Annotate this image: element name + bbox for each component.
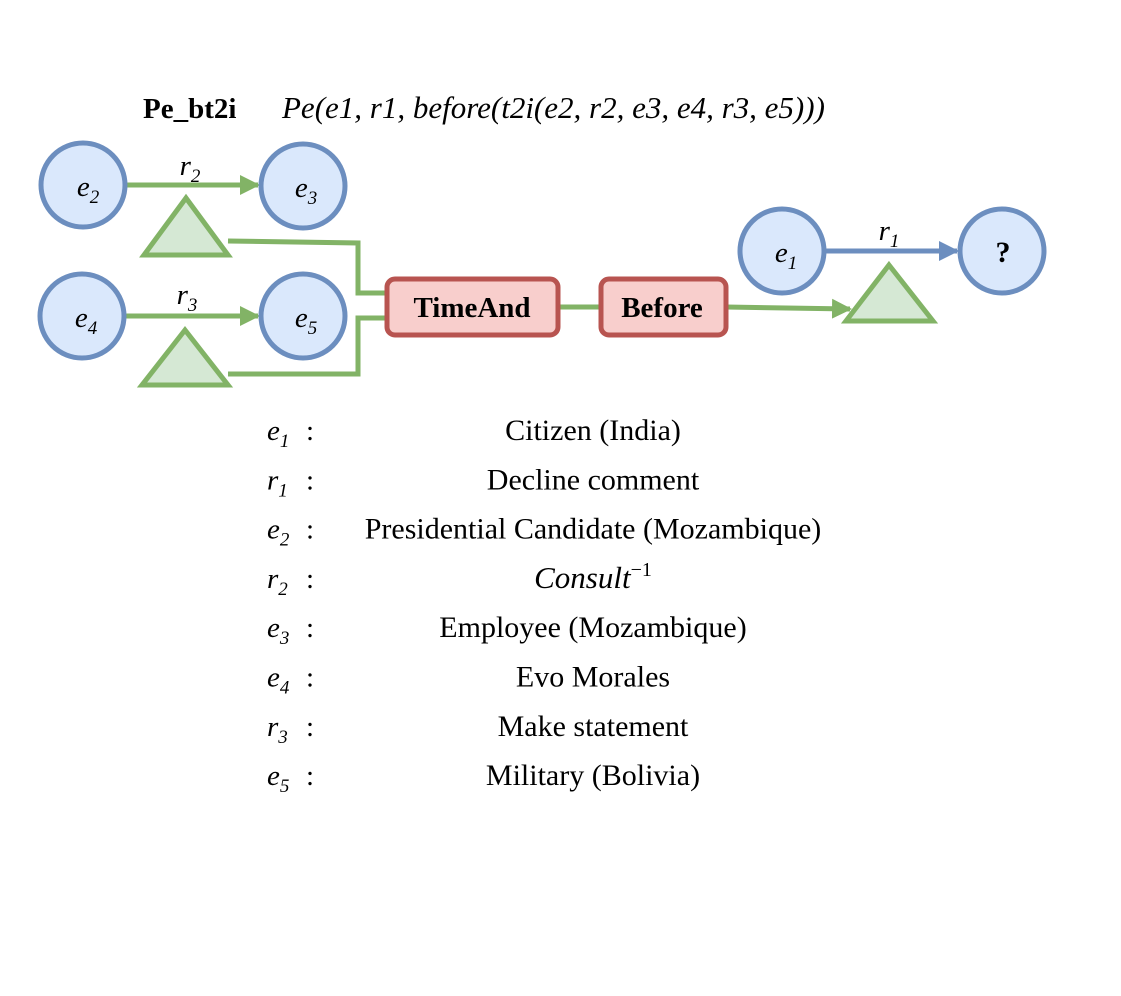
legend-colon: : <box>306 711 314 743</box>
legend-row: e5: Military (Bolivia) <box>267 759 700 797</box>
svg-text:e3: e3 <box>295 172 317 209</box>
operator-timeand: TimeAnd <box>384 276 561 338</box>
svg-text:e5: e5 <box>295 302 317 339</box>
legend-colon: : <box>306 612 314 644</box>
time-triangle-top <box>139 193 233 258</box>
query-name: Pe_bt2i <box>143 93 236 125</box>
legend-value: Presidential Candidate (Mozambique) <box>365 513 822 546</box>
svg-text:e1: e1 <box>775 237 797 274</box>
legend-row: e3: Employee (Mozambique) <box>267 611 747 649</box>
operator-before: Before <box>598 276 729 338</box>
legend-colon: : <box>306 415 314 447</box>
entity-node-e4: e4 <box>37 271 127 361</box>
svg-text:Before: Before <box>621 292 703 324</box>
svg-text:e2: e2 <box>77 171 100 208</box>
legend-row: e2: Presidential Candidate (Mozambique) <box>267 513 821 551</box>
legend-value: Decline comment <box>487 463 700 496</box>
legend-value: Military (Bolivia) <box>486 759 700 792</box>
svg-text:TimeAnd: TimeAnd <box>413 292 530 324</box>
entity-node-e3: e3 <box>258 141 348 231</box>
svg-text:?: ? <box>996 236 1011 269</box>
legend-colon: : <box>306 760 314 792</box>
legend-key: e3 <box>267 612 289 649</box>
connector-top-to-timeand <box>227 238 387 296</box>
connector-bottom-to-timeand <box>228 315 387 377</box>
legend-row: e4: Evo Morales <box>267 661 670 699</box>
edge-r1-label: r1 <box>879 215 900 252</box>
legend-value: Evo Morales <box>516 661 670 694</box>
query-formula: Pe(e1, r1, before(t2i(e2, r2, e3, e4, r3… <box>281 90 825 125</box>
legend-row: e1: Citizen (India) <box>267 414 681 452</box>
answer-node: ? <box>957 206 1047 296</box>
legend-key: r3 <box>267 711 288 748</box>
entity-node-e5: e5 <box>258 271 348 361</box>
legend-list: e1: Citizen (India) r1: Decline comment e2: P… <box>267 414 821 797</box>
legend-row: r1: Decline comment <box>267 463 700 501</box>
legend-row: r3: Make statement <box>267 710 689 748</box>
legend-value: Citizen (India) <box>505 414 681 447</box>
entity-node-e2: e2 <box>38 140 128 230</box>
legend-colon: : <box>306 662 314 694</box>
legend-key: e2 <box>267 514 290 551</box>
legend-row: r2: Consult−1 <box>267 559 652 600</box>
legend-key: e4 <box>267 662 290 699</box>
legend-colon: : <box>306 563 314 595</box>
legend-key: r1 <box>267 464 288 501</box>
legend-colon: : <box>306 514 314 546</box>
legend-value: Consult−1 <box>534 559 652 595</box>
time-triangle-answer <box>840 260 939 324</box>
connector-before-to-triangle <box>725 298 852 319</box>
time-triangle-bottom <box>136 325 234 388</box>
edge-r3-label: r3 <box>177 279 198 316</box>
legend-value: Employee (Mozambique) <box>439 611 746 644</box>
edge-r2-label: r2 <box>180 150 201 187</box>
entity-node-e1: e1 <box>737 206 827 296</box>
legend-colon: : <box>306 464 314 496</box>
svg-text:e4: e4 <box>75 302 98 339</box>
legend-key: e5 <box>267 760 289 797</box>
legend-key: r2 <box>267 563 288 600</box>
legend-key: e1 <box>267 415 289 452</box>
legend-value: Make statement <box>498 710 689 743</box>
